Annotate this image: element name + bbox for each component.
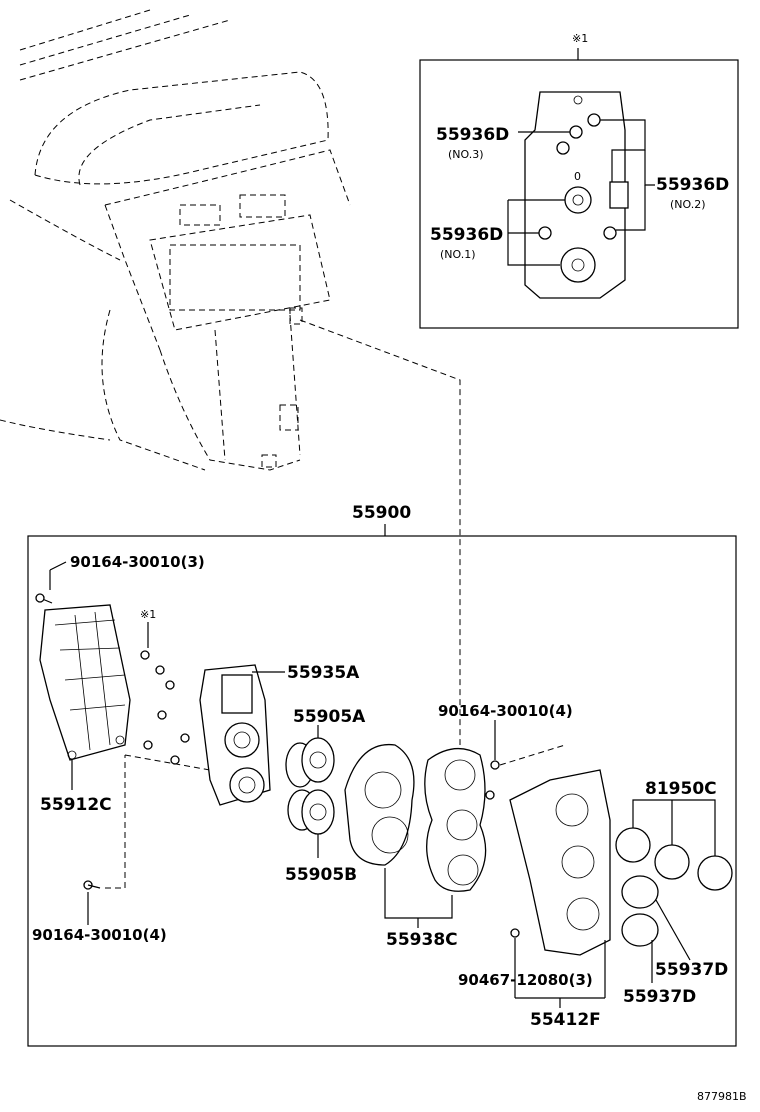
label-screw-tl: 90164-30010(3) bbox=[70, 553, 205, 571]
bezel-inner-part bbox=[424, 748, 487, 892]
label-bezel-inner: 55938C bbox=[386, 930, 458, 950]
label-knob-b: 55905B bbox=[285, 865, 357, 885]
bezel-outer-part bbox=[344, 743, 415, 866]
diagram-code: 877981B bbox=[697, 1090, 747, 1103]
label-screw-mid: 90164-30010(4) bbox=[438, 702, 573, 720]
dial-mark: 0 bbox=[574, 170, 581, 183]
label-panel: 55412F bbox=[530, 1010, 601, 1030]
inset-label-top-sub: (NO.3) bbox=[448, 148, 484, 161]
ring-2-part bbox=[621, 913, 659, 947]
label-lens: 81950C bbox=[645, 779, 717, 799]
label-screw-br: 90467-12080(3) bbox=[458, 971, 593, 989]
bracket-part bbox=[39, 604, 131, 761]
label-ring-1: 55937D bbox=[655, 960, 728, 980]
inset-panel: ※1 0 55936D (NO.3) 55936D (NO.2) 55936D … bbox=[419, 32, 739, 329]
assembly-marker: ※1 bbox=[140, 608, 156, 621]
inset-label-low: 55936D bbox=[430, 225, 503, 245]
inset-label-mid: 55936D bbox=[656, 175, 729, 195]
part-labels: 90164-30010(3) 55912C 90164-30010(4) 559… bbox=[32, 553, 728, 1030]
label-ring-2: 55937D bbox=[623, 987, 696, 1007]
assembly-label: 55900 bbox=[352, 503, 411, 523]
label-control-unit: 55935A bbox=[287, 663, 360, 683]
assembly-panel: 55900 ※1 bbox=[27, 503, 737, 1047]
knob-a-part bbox=[285, 737, 335, 788]
dashboard-illustration bbox=[0, 9, 461, 745]
ring-1-part bbox=[621, 875, 659, 909]
label-knob-a: 55905A bbox=[293, 707, 366, 727]
inset-label-mid-sub: (NO.2) bbox=[670, 198, 706, 211]
lens-ring-part bbox=[615, 827, 651, 863]
panel-part bbox=[509, 769, 611, 956]
knob-b-part bbox=[287, 789, 335, 835]
label-screw-bl: 90164-30010(4) bbox=[32, 926, 167, 944]
inset-label-top: 55936D bbox=[436, 125, 509, 145]
label-bracket: 55912C bbox=[40, 795, 112, 815]
inset-label-low-sub: (NO.1) bbox=[440, 248, 476, 261]
inset-marker: ※1 bbox=[572, 32, 588, 45]
